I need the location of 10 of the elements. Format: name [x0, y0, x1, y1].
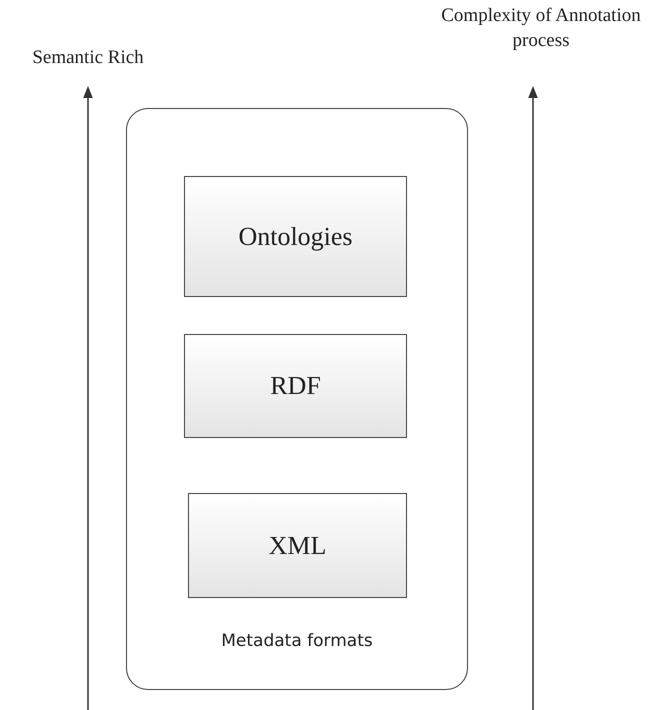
box-label: RDF [270, 371, 321, 401]
format-box [188, 493, 407, 598]
box-label: XML [268, 530, 326, 560]
group-panel [126, 108, 468, 690]
axis-label: Complexity of Annotation process [440, 4, 642, 53]
box-label: Ontologies [238, 222, 353, 252]
group-title: Metadata formats [220, 631, 374, 651]
axis-label: Semantic Rich [31, 46, 145, 70]
format-box [184, 176, 407, 297]
format-box [184, 334, 407, 438]
